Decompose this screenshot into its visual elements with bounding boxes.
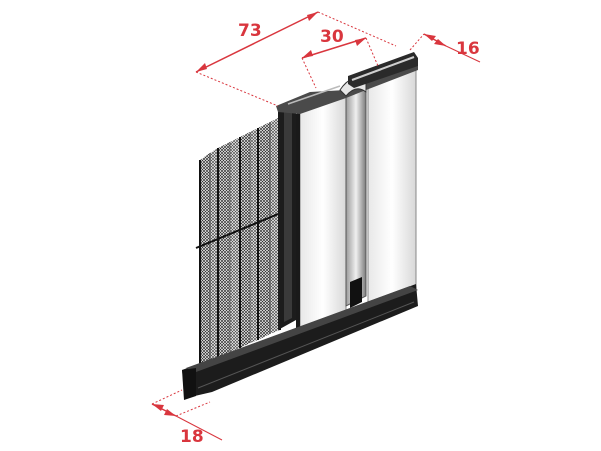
- arrow-head: [307, 12, 318, 21]
- bottom-rail: [182, 284, 418, 400]
- extension-line: [151, 389, 183, 405]
- mesh-pleat: [230, 137, 240, 352]
- profile-top-face: [276, 62, 418, 114]
- top-profile: [276, 52, 418, 114]
- dimension-annotations: [151, 11, 481, 441]
- interlock-post: [345, 83, 367, 308]
- post-face: [345, 83, 367, 307]
- frame-inner: [284, 108, 292, 322]
- extension-line: [301, 57, 317, 89]
- panel-face: [367, 67, 417, 311]
- extension-line: [409, 33, 425, 51]
- dimension-label-73: 73: [238, 21, 262, 41]
- profile-highlight: [351, 56, 415, 81]
- side-frame: [278, 99, 296, 330]
- dimension-label-30: 30: [320, 27, 344, 47]
- rail-front: [182, 284, 418, 398]
- rail-lip: [182, 368, 196, 400]
- extension-line: [445, 45, 481, 63]
- dimension-label-16: 16: [456, 39, 480, 59]
- extension-line: [365, 37, 379, 67]
- arrow-head: [164, 409, 176, 416]
- arrow-head: [196, 63, 207, 72]
- white-panel-back: [367, 67, 417, 311]
- rail-top-slot: [186, 286, 418, 372]
- panel-face: [299, 93, 347, 341]
- arrow-head: [424, 34, 436, 41]
- mesh-pleat: [218, 142, 230, 358]
- extension-line: [195, 71, 279, 107]
- rail-highlight: [197, 301, 415, 389]
- dim-line-30: [301, 37, 367, 59]
- arrow-head: [434, 39, 446, 46]
- arrow-head: [355, 38, 366, 46]
- mesh-pleat: [200, 153, 210, 368]
- panel-edge: [296, 112, 300, 342]
- profile-highlight: [287, 85, 341, 105]
- pleated-mesh-group: [195, 117, 301, 368]
- extension-line: [175, 401, 211, 417]
- white-panel-front: [296, 93, 347, 342]
- mesh-pleat: [250, 128, 258, 343]
- mesh-pleat: [258, 122, 270, 340]
- mesh-pleat: [270, 117, 280, 334]
- arrow-head: [152, 404, 164, 411]
- mesh-pleat: [210, 148, 218, 362]
- dim-line-73: [195, 11, 319, 73]
- mesh-pleat: [240, 132, 250, 348]
- dimension-label-18: 18: [180, 427, 204, 447]
- arrow-head: [302, 50, 313, 58]
- post-dark-slot: [350, 277, 362, 308]
- extension-line: [175, 415, 223, 441]
